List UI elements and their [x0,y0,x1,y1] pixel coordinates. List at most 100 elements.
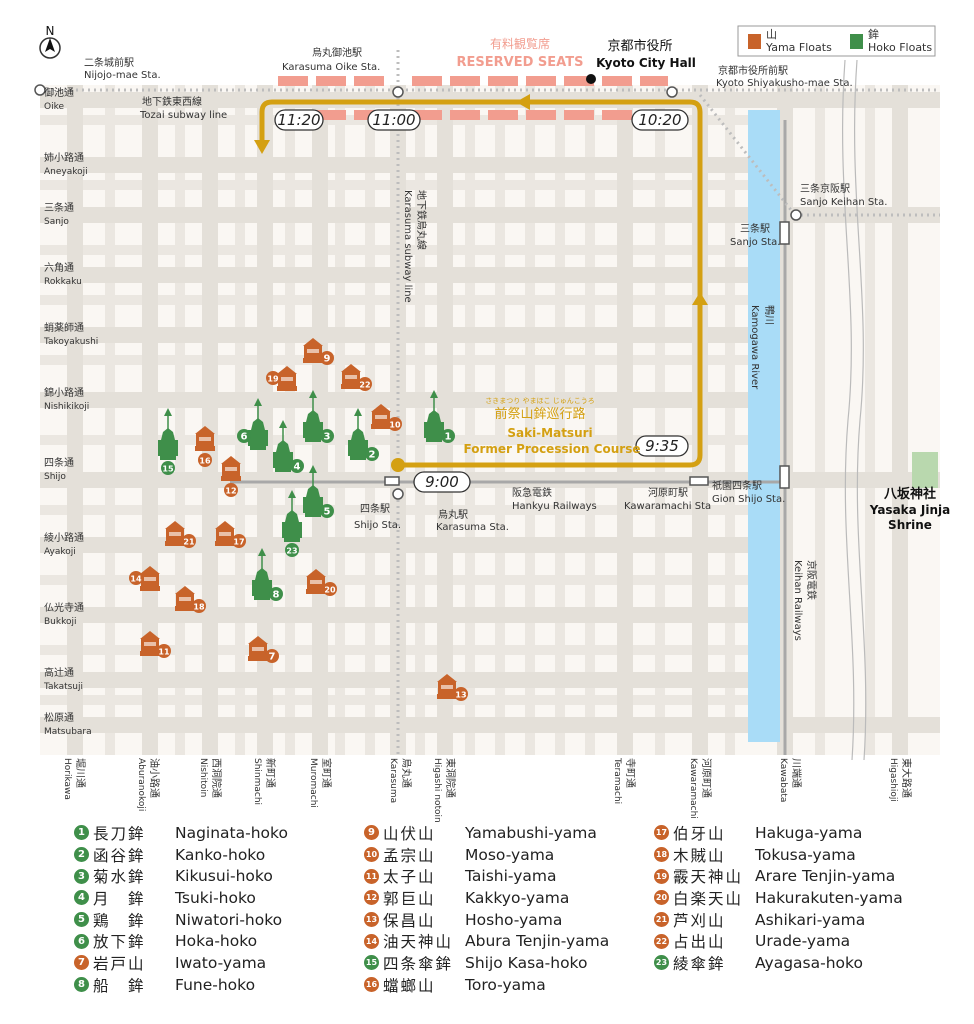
tozai-line-jp: 地下鉄東西線 [142,95,202,108]
float-list-number: 6 [74,933,89,949]
station-karasuma-oike-jp: 烏丸御池駅 [312,46,362,59]
time-tag-box [274,109,324,131]
float-number: 5 [324,507,331,518]
float-list-jp: 船 鉾 [93,976,146,995]
float-number-badge [266,371,280,385]
float-list-number: 21 [654,912,669,928]
float-list-number: 18 [654,847,669,863]
yasaka-park [912,452,938,488]
float-list-jp: 芦刈山 [673,911,726,930]
street-label-v-en: Higashioji [888,758,898,802]
street-label-jp: 四条通 [44,456,74,469]
float-marker-4: 4 [273,420,304,473]
float-list-en: Kakkyo-yama [465,888,570,907]
station-nijojo-en: Nijojo-mae Sta. [84,70,161,81]
river-jp: 鴨川 [763,305,776,325]
float-marker-17: 17 [215,521,246,548]
station-sanjo-keihan-jp: 三条京阪駅 [800,182,850,195]
float-list-jp: 太子山 [383,868,436,887]
float-number: 9 [324,354,331,365]
float-number: 8 [273,590,280,601]
float-number: 15 [162,465,174,474]
station-kawaramachi-en: Kawaramachi Sta [624,501,711,512]
float-marker-19: 19 [266,366,297,391]
float-number: 21 [183,538,195,547]
street-label-v-en: Muromachi [308,758,318,808]
north-compass: N [39,24,61,59]
float-list-en: Ayagasa-hoko [755,953,863,972]
karasuma-line-en: Karasuma subway line [402,190,413,303]
float-number: 17 [233,538,244,547]
horizontal-street-labels: 御池通Oike姉小路通Aneyakoji三条通Sanjo六角通Rokkaku蛸薬… [43,86,98,737]
city-hall-jp: 京都市役所 [607,38,672,54]
float-list-jp: 函谷鉾 [93,846,146,865]
float-list-number: 10 [364,847,379,863]
reserved-seats-en: RESERVED SEATS [457,55,584,70]
float-list-number: 14 [364,933,379,949]
keihan-en: Keihan Railways [792,560,803,641]
street-label-jp: 錦小路通 [44,386,84,399]
float-number: 20 [324,586,336,595]
time-tag-box [631,109,689,131]
float-list-number: 12 [364,890,379,906]
float-list-en: Hakurakuten-yama [755,888,903,907]
station-gion-shijo-jp: 祇園四条駅 [712,479,762,492]
float-list-number: 13 [364,912,379,928]
street-label-jp: 六角通 [44,262,74,274]
yama-legend-jp: 山 [766,28,777,41]
float-marker-8: 8 [252,548,283,601]
float-number-badge [157,644,171,658]
float-marker-7: 7 [248,636,279,663]
float-list-jp: 長刀鉾 [93,824,146,843]
shrine-en-1: Yasaka Jinja [869,503,951,517]
float-list-number: 4 [74,890,89,906]
station-shijo-jp: 四条駅 [360,502,390,515]
street-label-en: Ayakoji [44,547,76,557]
street-label-jp: 綾小路通 [44,531,84,544]
float-list-jp: 孟宗山 [383,846,436,865]
street-label-en: Sanjo [44,217,69,227]
float-list-jp: 四条傘鉾 [383,954,454,973]
procession-map: 11:20 11:00 10:20 9:35 9:00 N 山 Yama Flo… [34,24,951,822]
float-number-badge [269,587,283,601]
float-number: 11 [158,648,170,657]
float-list-number: 22 [654,933,669,949]
float-marker-20: 20 [306,569,337,596]
float-list-en: Kikusui-hoko [175,867,273,886]
float-list-jp: 伯牙山 [673,824,726,843]
street-label-jp: 御池通 [44,86,74,99]
float-list-number: 23 [654,955,669,971]
float-list-number: 15 [364,955,379,971]
street-label-v-en: Shinmachi [252,758,262,805]
street-label-en: Bukkoji [44,617,77,627]
float-list-jp: 鶏 鉾 [93,911,146,930]
float-list-jp: 山伏山 [383,824,436,843]
street-label-jp: 蛸薬師通 [44,321,84,334]
float-number-badge [388,417,402,431]
float-number-badge [232,534,246,548]
street-label-v-en: Karasuma [388,758,398,803]
street-label-v-jp: 東大路通 [900,758,913,798]
float-list-number: 20 [654,890,669,906]
float-list-jp: 岩戸山 [93,954,146,973]
float-list-number: 7 [74,955,89,971]
station-gion-shijo-en: Gion Shijo Sta. [712,494,785,505]
route-jp: 前祭山鉾巡行路 [494,406,585,422]
street-label-jp: 高辻通 [44,666,74,679]
float-list-en: Ashikari-yama [755,910,866,929]
float-list-jp: 保昌山 [383,911,436,930]
river-en: Kamogawa River [749,305,760,390]
float-marker-18: 18 [175,586,206,613]
float-list-number: 3 [74,868,89,884]
float-marker-13: 13 [437,674,468,701]
station-markers [34,84,802,500]
float-list-number: 1 [74,825,89,841]
float-number: 2 [369,450,376,461]
